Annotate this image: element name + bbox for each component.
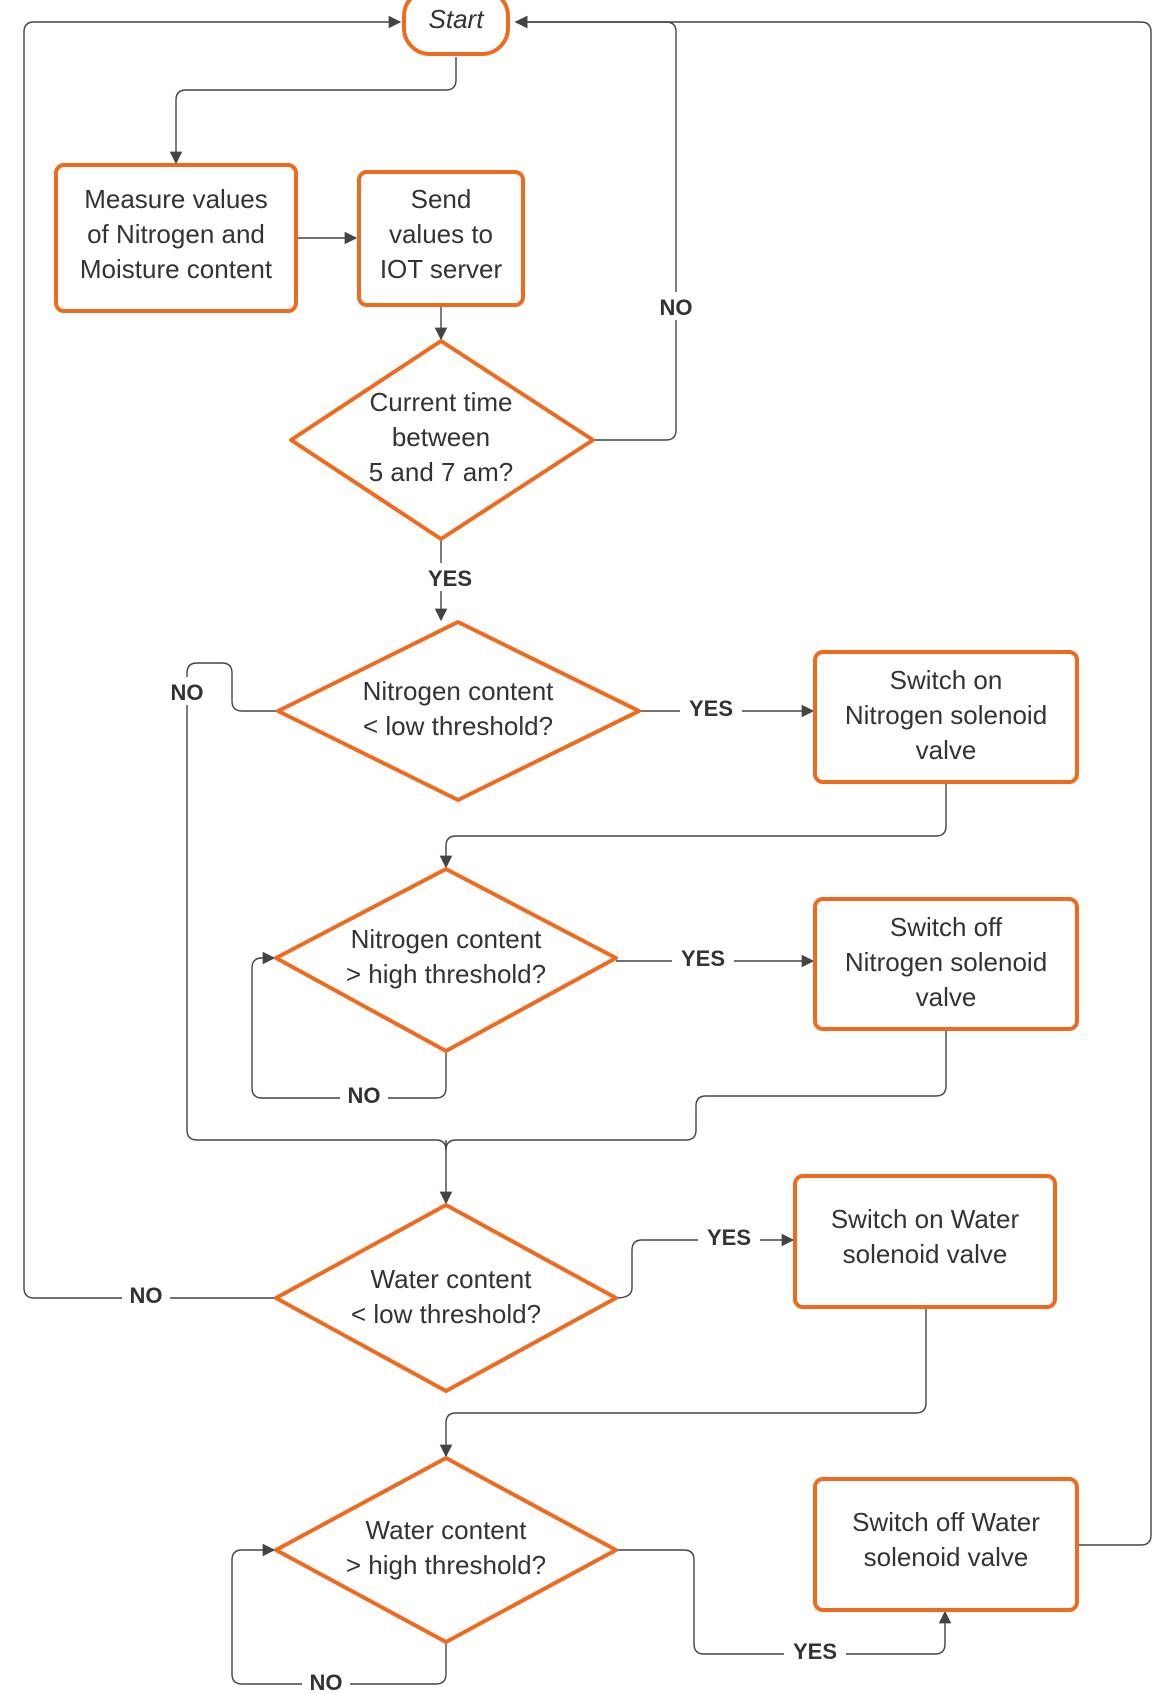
label-w-high-no: NO (310, 1670, 343, 1694)
start-terminator (402, 0, 510, 56)
label-time-yes: YES (428, 566, 472, 591)
n-on-box (813, 650, 1079, 784)
label-w-low-yes: YES (707, 1225, 751, 1250)
start-label: Start (429, 4, 486, 34)
node-measure: Measure values of Nitrogen and Moisture … (54, 163, 298, 313)
send-line-2: values to (389, 219, 493, 249)
mask-w-low-yes (698, 1222, 760, 1250)
label-n-high-no: NO (348, 1083, 381, 1108)
node-n-low: Nitrogen content < low threshold? (276, 620, 641, 802)
label-time-no: NO (660, 295, 693, 320)
node-n-high: Nitrogen content > high threshold? (274, 867, 618, 1053)
w-on-line-1: Switch on Water (831, 1204, 1020, 1234)
n-on-line-3: valve (916, 735, 977, 765)
measure-line-3: Moisture content (80, 254, 273, 284)
mask-n-low-no (163, 677, 211, 705)
n-high-diamond (274, 867, 618, 1053)
w-high-line-2: > high threshold? (346, 1550, 546, 1580)
mask-w-high-no (302, 1670, 350, 1694)
time-check-line-2: between (392, 422, 490, 452)
connector-time-no-to-start (514, 15, 677, 441)
node-w-low: Water content < low threshold? (274, 1203, 618, 1393)
mask-w-low-no (122, 1280, 170, 1308)
connector-w-low-yes-to-w-on (615, 1233, 795, 1299)
n-high-line-2: > high threshold? (346, 959, 546, 989)
connector-n-high-no-loop (251, 951, 447, 1099)
node-n-on: Switch on Nitrogen solenoid valve (813, 650, 1079, 784)
connector-start-to-measure (169, 57, 457, 165)
w-off-box (813, 1477, 1079, 1612)
n-on-line-2: Nitrogen solenoid (845, 700, 1047, 730)
n-off-line-3: valve (916, 982, 977, 1012)
mask-time-no (650, 292, 702, 320)
n-off-box (813, 897, 1079, 1031)
measure-line-2: of Nitrogen and (87, 219, 265, 249)
w-low-line-2: < low threshold? (351, 1299, 541, 1329)
node-w-high: Water content > high threshold? (274, 1456, 618, 1644)
n-off-line-1: Switch off (890, 912, 1003, 942)
label-n-low-yes: YES (689, 696, 733, 721)
node-w-off: Switch off Water solenoid valve (813, 1477, 1079, 1612)
mask-n-high-no (340, 1080, 388, 1108)
send-line-3: IOT server (380, 254, 503, 284)
w-low-diamond (274, 1203, 618, 1393)
node-start: Start (402, 0, 510, 56)
n-on-line-1: Switch on (890, 665, 1003, 695)
n-high-line-1: Nitrogen content (351, 924, 543, 954)
measure-box (54, 163, 298, 313)
mask-n-high-yes (672, 943, 734, 971)
node-time-check: Current time between 5 and 7 am? (289, 339, 595, 541)
connectors (23, 15, 1152, 1685)
node-send: Send values to IOT server (357, 170, 525, 307)
connector-labels: NO YES NO YES YES NO NO YES NO YES (130, 295, 838, 1694)
connector-w-high-no-loop (231, 1543, 447, 1685)
label-n-high-yes: YES (681, 946, 725, 971)
w-on-box (793, 1174, 1057, 1309)
connector-w-high-yes-to-w-off (616, 1549, 952, 1655)
connector-w-on-to-w-high (439, 1308, 927, 1458)
n-off-line-2: Nitrogen solenoid (845, 947, 1047, 977)
node-n-off: Switch off Nitrogen solenoid valve (813, 897, 1079, 1031)
connector-w-off-to-start (514, 15, 1152, 1546)
n-low-diamond (276, 620, 641, 802)
w-high-line-1: Water content (366, 1515, 528, 1545)
time-check-line-1: Current time (369, 387, 512, 417)
label-w-low-no: NO (130, 1283, 163, 1308)
label-masks (122, 292, 846, 1694)
mask-n-low-yes (680, 693, 742, 721)
w-off-line-2: solenoid valve (864, 1542, 1029, 1572)
w-low-line-1: Water content (371, 1264, 533, 1294)
connector-n-low-no-to-merge (186, 662, 447, 1151)
time-check-diamond (289, 339, 595, 541)
send-box (357, 170, 525, 307)
mask-time-yes (420, 563, 480, 591)
label-w-high-yes: YES (793, 1639, 837, 1664)
measure-line-1: Measure values (84, 184, 268, 214)
mask-w-high-yes (784, 1636, 846, 1664)
send-line-1: Send (411, 184, 472, 214)
connector-w-low-no-to-start (23, 15, 402, 1299)
n-low-line-2: < low threshold? (363, 711, 553, 741)
connector-n-off-to-merge (445, 1028, 947, 1151)
label-n-low-no: NO (171, 680, 204, 705)
node-w-on: Switch on Water solenoid valve (793, 1174, 1057, 1309)
w-off-line-1: Switch off Water (852, 1507, 1040, 1537)
time-check-line-3: 5 and 7 am? (369, 457, 514, 487)
w-high-diamond (274, 1456, 618, 1644)
connector-n-on-to-n-high (439, 783, 947, 869)
n-low-line-1: Nitrogen content (363, 676, 555, 706)
w-on-line-2: solenoid valve (843, 1239, 1008, 1269)
